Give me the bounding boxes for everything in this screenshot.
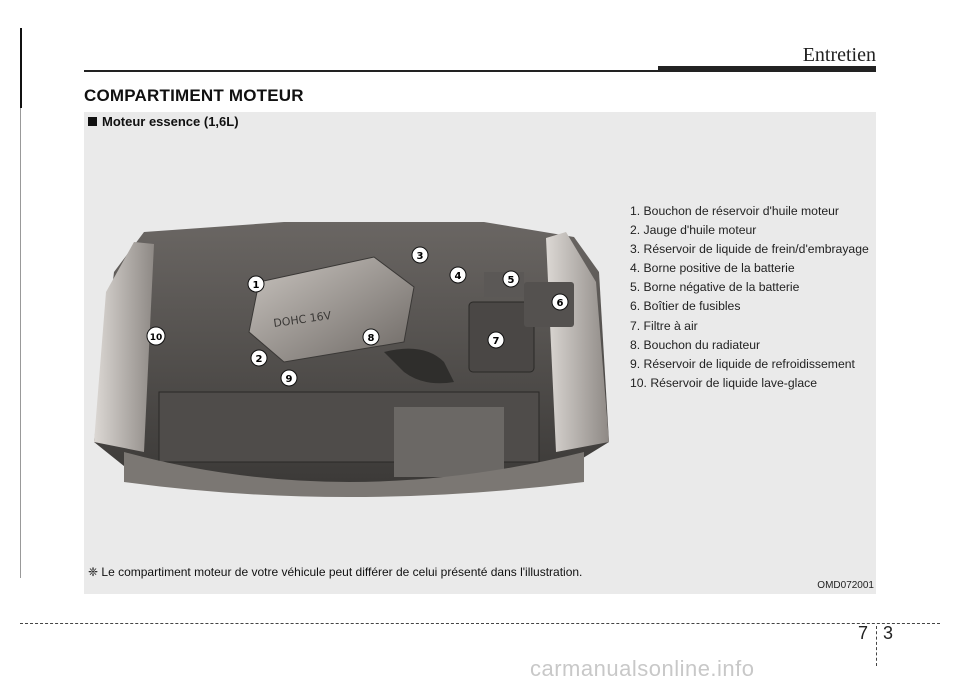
- callout-1: 1: [247, 275, 265, 293]
- callout-4: 4: [449, 266, 467, 284]
- header-bar: [658, 66, 876, 72]
- svg-text:2: 2: [256, 354, 263, 365]
- callout-5: 5: [502, 270, 520, 288]
- callout-10: 10: [146, 326, 166, 346]
- left-margin-guide: [20, 108, 21, 578]
- illustration-note: ❈ Le compartiment moteur de votre véhicu…: [88, 565, 583, 579]
- callout-2: 2: [250, 349, 268, 367]
- svg-text:1: 1: [253, 280, 260, 291]
- section-title: COMPARTIMENT MOTEUR: [84, 86, 304, 105]
- svg-text:4: 4: [455, 271, 462, 282]
- callout-3: 3: [411, 246, 429, 264]
- subsection-label: Moteur essence (1,6L): [102, 114, 239, 129]
- footer-rule: [20, 623, 940, 624]
- parts-legend: 1. Bouchon de réservoir d'huile moteur 2…: [630, 202, 869, 393]
- page-number-separator: [876, 626, 877, 666]
- legend-item: 7. Filtre à air: [630, 318, 698, 333]
- legend-item: 6. Boîtier de fusibles: [630, 299, 741, 314]
- legend-item: 8. Bouchon du radiateur: [630, 337, 761, 352]
- callout-8: 8: [362, 328, 380, 346]
- legend-item: 5. Borne négative de la batterie: [630, 280, 800, 295]
- svg-text:5: 5: [508, 275, 515, 286]
- legend-item: 9. Réservoir de liquide de refroidisseme…: [630, 356, 855, 371]
- figure-code: OMD072001: [817, 580, 874, 591]
- header-rule: [84, 70, 658, 72]
- legend-item: 1. Bouchon de réservoir d'huile moteur: [630, 204, 839, 218]
- svg-text:7: 7: [493, 336, 500, 347]
- watermark: carmanualsonline.info: [530, 656, 755, 681]
- svg-text:6: 6: [557, 298, 564, 309]
- legend-item: 3. Réservoir de liquide de frein/d'embra…: [630, 242, 869, 257]
- page-number: 3: [883, 623, 894, 643]
- left-margin-rule: [20, 28, 22, 108]
- callouts: 1 2 3 4 5 6 7 8 9 10: [146, 246, 569, 387]
- callout-7: 7: [487, 331, 505, 349]
- legend-item: 4. Borne positive de la batterie: [630, 261, 795, 276]
- svg-text:3: 3: [417, 251, 424, 262]
- svg-text:9: 9: [286, 374, 293, 385]
- chapter-number: 7: [858, 623, 869, 643]
- legend-item: 2. Jauge d'huile moteur: [630, 223, 757, 238]
- bullet-square-icon: [88, 117, 97, 126]
- legend-item: 10. Réservoir de liquide lave-glace: [630, 375, 817, 390]
- running-header: Entretien: [802, 44, 876, 66]
- svg-text:8: 8: [368, 333, 375, 344]
- subsection-heading: Moteur essence (1,6L): [88, 114, 239, 129]
- engine-compartment-illustration: DOHC 16V 1 2 3 4 5 6 7 8 9 10: [84, 212, 613, 502]
- callout-9: 9: [280, 369, 298, 387]
- svg-text:10: 10: [150, 333, 163, 343]
- callout-6: 6: [551, 293, 569, 311]
